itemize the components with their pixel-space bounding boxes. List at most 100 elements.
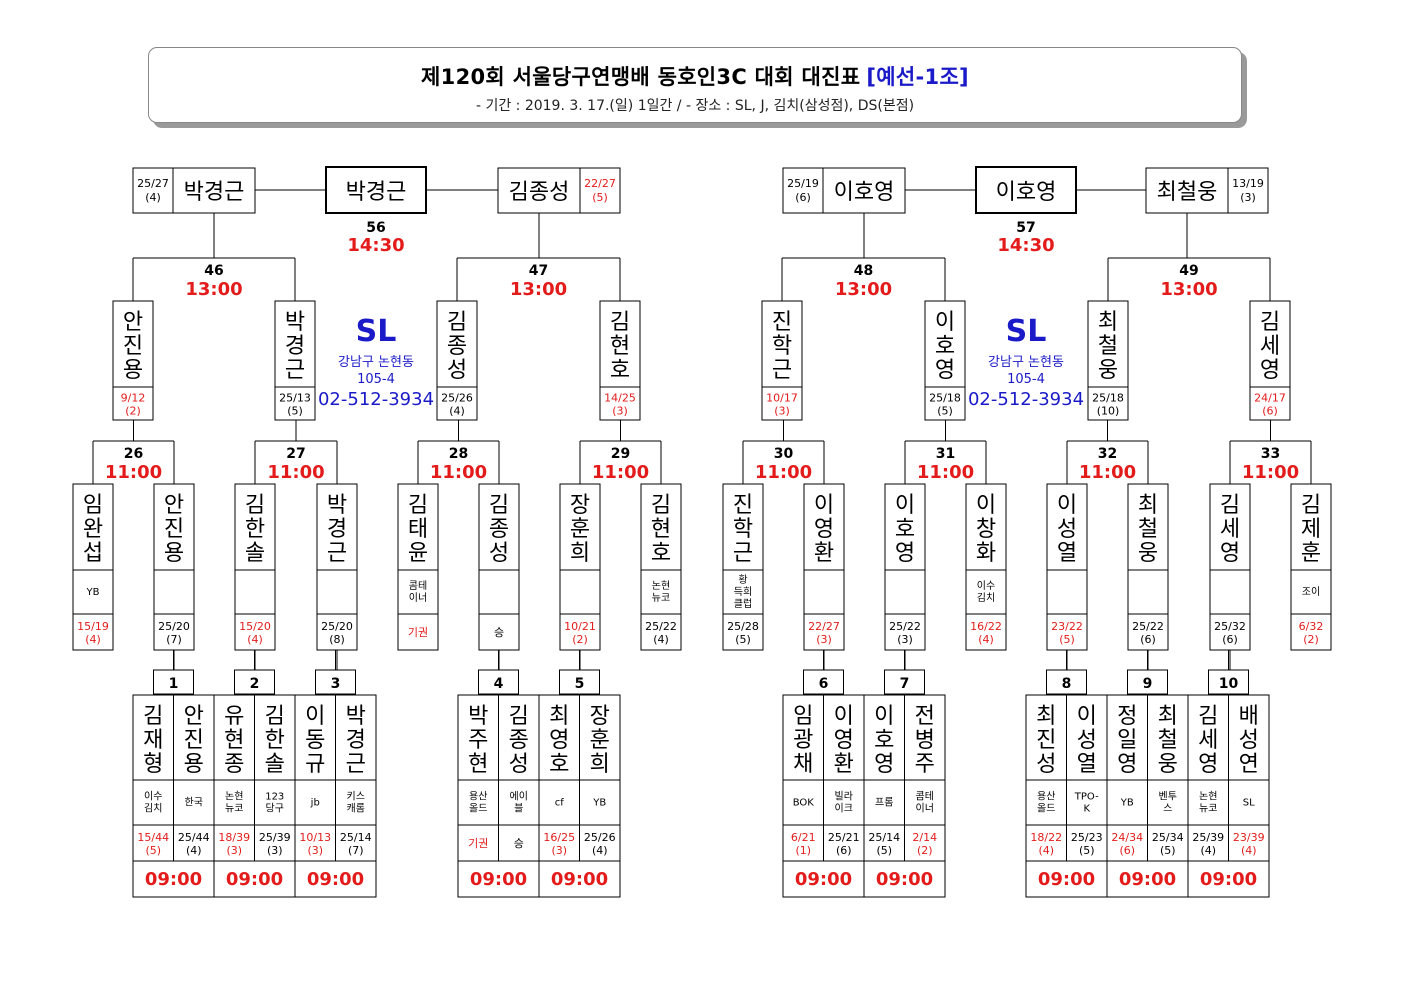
match-time: 11:00 — [1079, 462, 1136, 483]
name-char: 김 — [265, 704, 285, 729]
round2-player-9 — [722, 483, 764, 651]
name-char: 임 — [83, 493, 103, 518]
player-name: 진학근 — [772, 310, 792, 383]
rank: (3) — [226, 844, 242, 857]
name-char: 윤 — [408, 541, 428, 566]
match-3-number-box — [315, 669, 356, 695]
club-name: 벤투 — [1159, 791, 1177, 803]
name-char: 최 — [549, 704, 569, 729]
final-winner-box — [325, 166, 427, 214]
match-time: 14:30 — [997, 235, 1054, 256]
name-char: 한 — [265, 728, 285, 753]
semi-player-name: 이호영 — [834, 180, 895, 205]
name-char: 철 — [1098, 334, 1118, 359]
name-char: 학 — [772, 334, 792, 359]
match-time: 13:00 — [835, 279, 892, 300]
club-name: 올드 — [1037, 803, 1055, 815]
match-number: 49 — [1179, 263, 1198, 279]
name-char: 이 — [814, 493, 834, 518]
club-name: 조이 — [1302, 586, 1320, 598]
name-char: 박 — [346, 704, 366, 729]
title-box: 제120회 서울당구연맹배 동호인3C 대회 대진표[예선-1조] - 기간 :… — [148, 47, 1242, 123]
name-char: 배 — [1239, 704, 1259, 729]
rank: (4) — [653, 633, 669, 646]
player-name: 장훈희 — [590, 704, 610, 777]
round2-player-2 — [153, 483, 195, 651]
score: 25/26 — [584, 831, 616, 844]
club-name: BOK — [793, 798, 815, 809]
player-name: 박경근 — [346, 704, 366, 777]
rank: (3) — [1240, 191, 1256, 204]
name-char: 세 — [1220, 517, 1240, 542]
name-char: 박 — [327, 493, 347, 518]
score: 25/32 — [1214, 620, 1246, 633]
name-char: 영 — [549, 728, 569, 753]
rank: (4) — [978, 633, 994, 646]
score: 25/19 — [787, 177, 819, 190]
name-char: 한 — [245, 517, 265, 542]
player-name: 이호영 — [874, 704, 894, 777]
name-char: 호 — [895, 517, 915, 542]
score: 22/27 — [584, 177, 616, 190]
name-char: 종 — [447, 334, 467, 359]
match-time: 11:00 — [755, 462, 812, 483]
score: 25/22 — [645, 620, 677, 633]
club-name: cf — [555, 798, 564, 809]
round3-player-7 — [1087, 300, 1129, 421]
match-6-number-box — [803, 669, 844, 695]
rank: (2) — [572, 633, 588, 646]
final-winner-name: 박경근 — [346, 180, 407, 205]
name-char: 호 — [935, 334, 955, 359]
name-char: 김 — [245, 493, 265, 518]
name-char: 김 — [489, 493, 509, 518]
name-char: 이 — [976, 493, 996, 518]
name-char: 솔 — [245, 541, 265, 566]
player-name: 정일영 — [1117, 704, 1137, 777]
club-name: YB — [1120, 798, 1134, 809]
match-number: 57 — [1016, 220, 1035, 236]
page-title: 제120회 서울당구연맹배 동호인3C 대회 대진표[예선-1조] — [149, 61, 1241, 91]
semi-name-box — [172, 167, 256, 214]
club-name: 당구 — [266, 803, 284, 815]
rank: (3) — [774, 405, 790, 418]
match-time: 11:00 — [267, 462, 324, 483]
name-char: 용 — [184, 752, 204, 777]
match-time: 11:00 — [592, 462, 649, 483]
name-char: 재 — [143, 728, 163, 753]
name-char: 경 — [346, 728, 366, 753]
match-time: 09:00 — [226, 869, 283, 890]
name-char: 제 — [1301, 517, 1321, 542]
title-group: [예선-1조] — [866, 65, 969, 89]
rank: (5) — [876, 844, 892, 857]
club-name: 콤테 — [409, 580, 427, 592]
score: 25/18 — [1092, 392, 1124, 405]
name-char: 학 — [733, 517, 753, 542]
player-name: 장훈희 — [570, 493, 590, 566]
round2-player-4 — [316, 483, 358, 651]
club-name: 클럽 — [734, 598, 752, 610]
score: 10/21 — [564, 620, 596, 633]
match-number: 2 — [250, 676, 260, 692]
name-char: 열 — [1077, 752, 1097, 777]
name-char: 영 — [1260, 358, 1280, 383]
match-time: 11:00 — [430, 462, 487, 483]
player-name: 최철웅 — [1098, 310, 1118, 383]
name-char: 이 — [874, 704, 894, 729]
score: 승 — [514, 837, 524, 850]
name-char: 열 — [1057, 541, 1077, 566]
name-char: 세 — [1260, 334, 1280, 359]
name-char: 근 — [285, 358, 305, 383]
name-char: 환 — [814, 541, 834, 566]
name-char: 연 — [1239, 752, 1259, 777]
name-char: 이 — [1077, 704, 1097, 729]
score: 25/21 — [828, 831, 860, 844]
player-name: 최철웅 — [1138, 493, 1158, 566]
player-name: 김세영 — [1198, 704, 1218, 777]
player-name: 김세영 — [1220, 493, 1240, 566]
name-char: 이 — [895, 493, 915, 518]
rank: (4) — [145, 191, 161, 204]
name-char: 근 — [346, 752, 366, 777]
score: 9/12 — [121, 392, 146, 405]
score: 15/44 — [137, 831, 169, 844]
club-name: 프롬 — [875, 797, 893, 809]
